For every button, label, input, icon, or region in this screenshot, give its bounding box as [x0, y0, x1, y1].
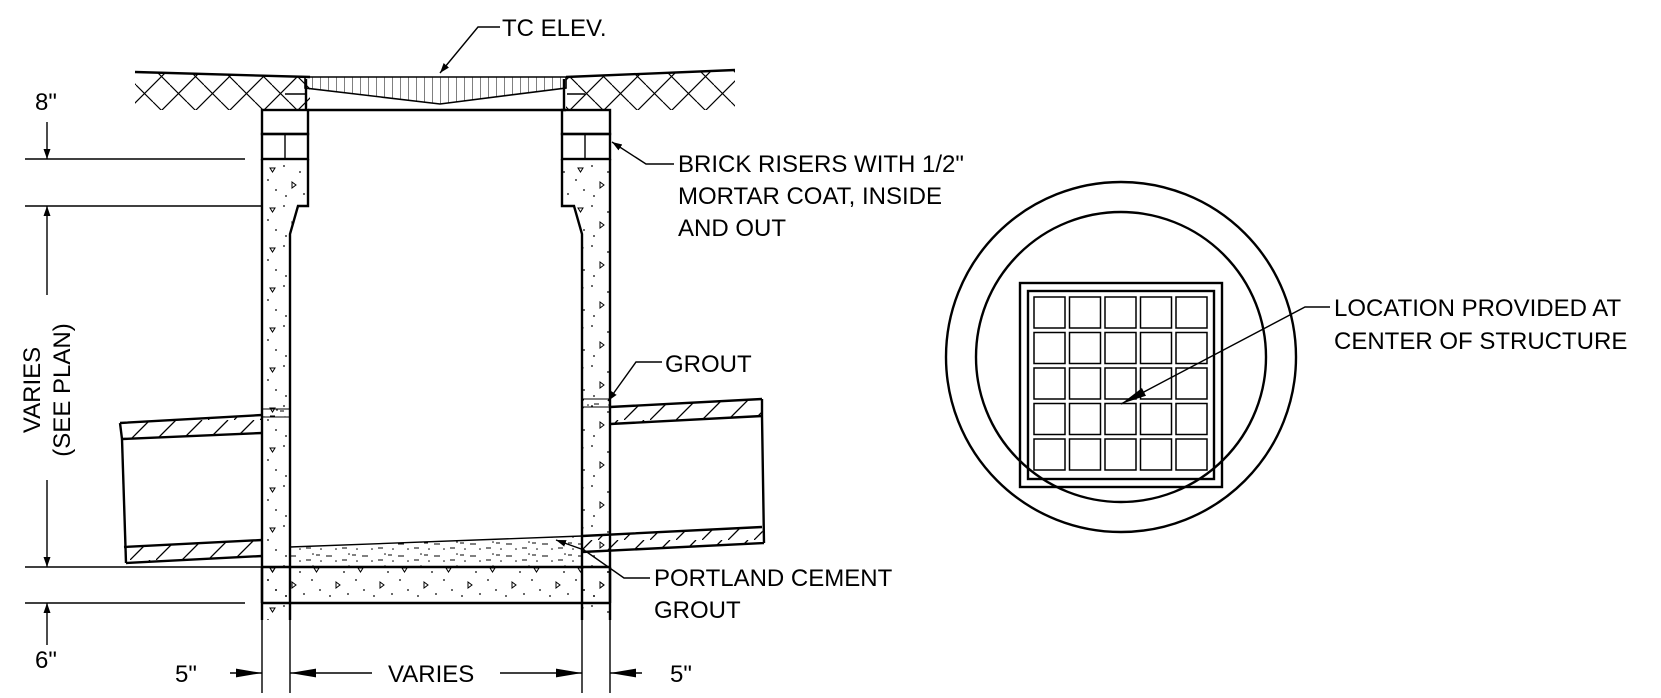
- label-brick-line1: BRICK RISERS WITH 1/2": [678, 151, 964, 178]
- dim-base-thickness: 6": [35, 647, 57, 674]
- label-brick-line3: AND OUT: [678, 215, 786, 242]
- base-slab: [260, 565, 612, 605]
- grate-opening: [1033, 367, 1066, 400]
- grate-frame-section: [285, 76, 585, 112]
- pipe: [118, 397, 766, 565]
- structure-inner-circle: [974, 210, 1268, 504]
- dim-interior-width: VARIES: [388, 661, 474, 688]
- grate-opening: [1139, 367, 1173, 400]
- dim-wall-height-line1: VARIES: [19, 347, 46, 433]
- grate-opening: [1104, 402, 1137, 436]
- vertical-dimensions: 8" 6" VARIES (SEE PLAN): [19, 89, 262, 674]
- grate-opening: [1139, 402, 1173, 436]
- grout-right: [581, 398, 611, 408]
- label-location-line1: LOCATION PROVIDED AT: [1334, 295, 1621, 322]
- dim-wall-right: 5": [670, 661, 692, 688]
- grate-frame-inner: [1026, 289, 1216, 481]
- invert-grout: [290, 536, 582, 567]
- grate-opening: [1175, 296, 1208, 329]
- brick-riser-right: [560, 108, 612, 161]
- grate-opening: [1175, 402, 1208, 436]
- grate-opening: [1104, 367, 1137, 400]
- grate-opening: [1068, 402, 1102, 436]
- plan-view: LOCATION PROVIDED AT CENTER OF STRUCTURE: [944, 180, 1627, 534]
- grate-opening: [1068, 367, 1102, 400]
- grate-opening: [1175, 367, 1208, 400]
- grate-frame-outer: [1018, 281, 1224, 489]
- grate-opening: [1139, 331, 1173, 365]
- label-portland-line2: GROUT: [654, 597, 741, 624]
- dim-wall-height-line2: (SEE PLAN): [49, 323, 76, 456]
- grate-opening: [1104, 438, 1137, 471]
- grate-opening: [1068, 438, 1102, 471]
- grate-opening: [1033, 296, 1066, 329]
- grate-opening: [1033, 438, 1066, 471]
- grate-opening: [1104, 296, 1137, 329]
- grate-opening: [1139, 438, 1173, 471]
- grate-opening: [1068, 296, 1102, 329]
- callouts-section: TC ELEV. BRICK RISERS WITH 1/2" MORTAR C…: [439, 15, 964, 624]
- label-brick-line2: MORTAR COAT, INSIDE: [678, 183, 942, 210]
- structure-outer-circle: [944, 180, 1298, 534]
- label-location-line2: CENTER OF STRUCTURE: [1334, 328, 1627, 355]
- grout-left: [261, 408, 291, 418]
- grate-opening: [1175, 331, 1208, 365]
- grate-opening: [1068, 331, 1102, 365]
- grate-opening: [1175, 438, 1208, 471]
- section-view: 8" 6" VARIES (SEE PLAN) 5" VARIES 5" TC …: [19, 15, 964, 693]
- dim-wall-left: 5": [175, 661, 197, 688]
- brick-riser-left: [260, 108, 310, 161]
- label-grout: GROUT: [665, 351, 752, 378]
- grate-opening: [1104, 331, 1137, 365]
- grate-opening: [1139, 296, 1173, 329]
- grate-bars: [1033, 296, 1208, 471]
- grate-opening: [1033, 402, 1066, 436]
- horizontal-dimensions: 5" VARIES 5": [175, 620, 692, 693]
- label-tc-elev: TC ELEV.: [502, 15, 607, 42]
- dim-top-riser: 8": [35, 89, 57, 116]
- ground-surface: [134, 68, 736, 110]
- label-portland-line1: PORTLAND CEMENT: [654, 565, 893, 592]
- grate-opening: [1033, 331, 1066, 365]
